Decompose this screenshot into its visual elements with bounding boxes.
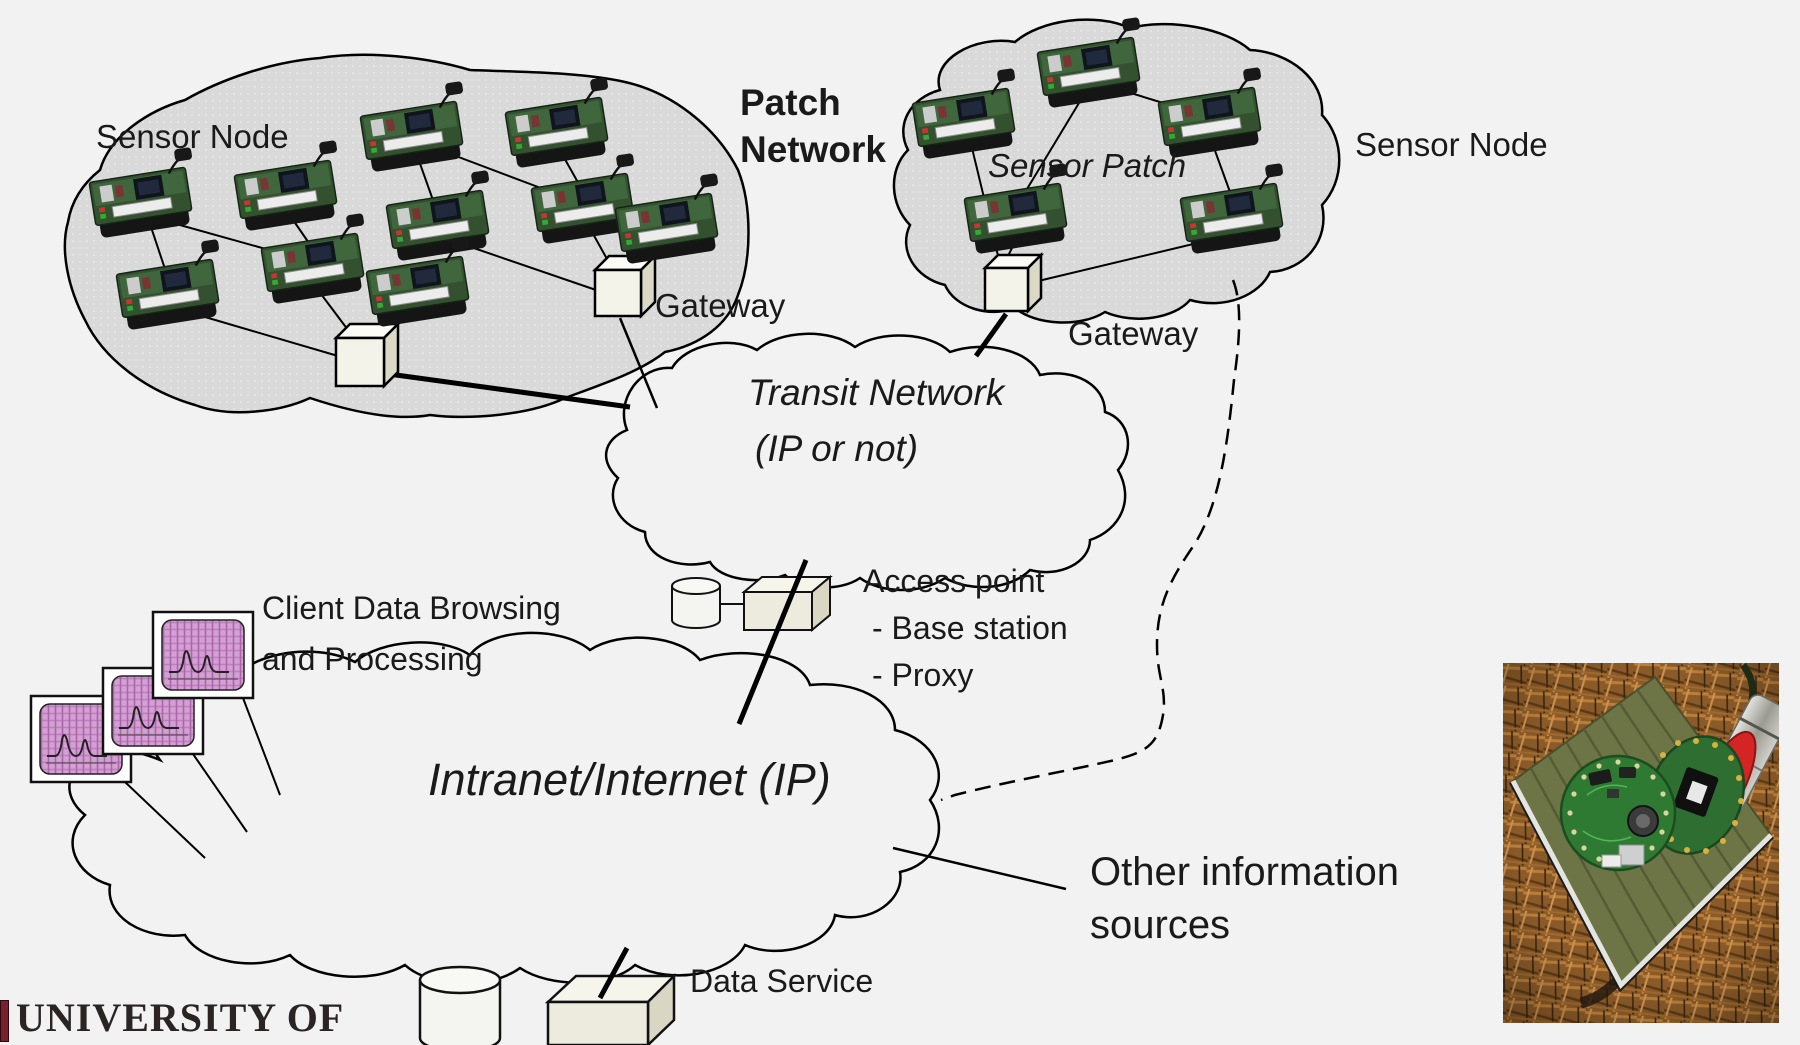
mote-disc-left <box>1559 754 1677 872</box>
link-line <box>417 157 435 204</box>
link-line <box>618 317 659 409</box>
gateway-cube-icon <box>981 251 1045 315</box>
access-point-device <box>671 574 833 633</box>
gateway-cube-icon <box>591 252 659 320</box>
link-line <box>1033 239 1211 283</box>
thick-link-line <box>597 946 630 1000</box>
base-station-label: - Base station <box>872 610 1068 646</box>
database-cylinder-icon <box>418 980 502 1045</box>
dashed-link-line <box>940 279 1241 802</box>
sensor-node-left-label: Sensor Node <box>96 118 289 155</box>
link-line <box>149 223 167 273</box>
thick-link-line <box>973 312 1009 358</box>
other-sources-line2: sources <box>1090 903 1231 947</box>
link-line <box>124 781 206 859</box>
link-line <box>461 243 597 291</box>
link-line <box>1213 147 1231 193</box>
link-line <box>242 697 281 796</box>
client-browsing-line1: Client Data Browsing <box>262 590 561 626</box>
client-monitors <box>29 610 255 784</box>
link-line <box>192 753 248 833</box>
gateway-cube-icon <box>332 320 402 390</box>
transit-network-label: Transit Network <box>748 372 1005 413</box>
sensor-patch-label: Sensor Patch <box>988 147 1187 184</box>
patch-network-line2: Network <box>740 128 886 170</box>
link-line <box>1023 97 1083 195</box>
sensor-photo <box>1503 663 1779 1023</box>
backbone-links <box>124 279 1241 1000</box>
sensor-node-right-label: Sensor Node <box>1355 126 1548 163</box>
transit-network-cloud <box>604 332 1130 592</box>
access-point-label: Access point <box>863 563 1045 599</box>
transit-network-sub-label: (IP or not) <box>755 428 919 469</box>
patch-network-label: Patch Network <box>740 80 886 174</box>
link-line <box>187 311 339 357</box>
university-logo-bar <box>0 1000 9 1042</box>
intranet-label: Intranet/Internet (IP) <box>428 754 831 805</box>
patch-network-line1: Patch <box>740 82 841 123</box>
thick-link-line <box>736 559 809 725</box>
link-line <box>892 846 1067 891</box>
gateway-left-label: Gateway <box>655 287 786 324</box>
client-browsing-line2: and Processing <box>262 641 483 677</box>
data-service-device <box>418 965 678 1045</box>
gateway-cubes <box>332 251 1045 390</box>
other-sources-line1: Other information <box>1090 850 1400 894</box>
data-service-box-icon <box>544 972 678 1045</box>
client-monitor-icon <box>151 610 255 700</box>
intranet-cloud <box>68 631 941 985</box>
database-cylinder-icon <box>671 586 721 629</box>
data-service-label: Data Service <box>690 963 874 999</box>
gateway-right-label: Gateway <box>1068 315 1199 352</box>
proxy-label: - Proxy <box>872 657 974 693</box>
thick-link-line <box>373 369 631 410</box>
access-point-box-icon <box>741 574 833 633</box>
university-logo-text: UNIVERSITY OF <box>16 995 345 1040</box>
